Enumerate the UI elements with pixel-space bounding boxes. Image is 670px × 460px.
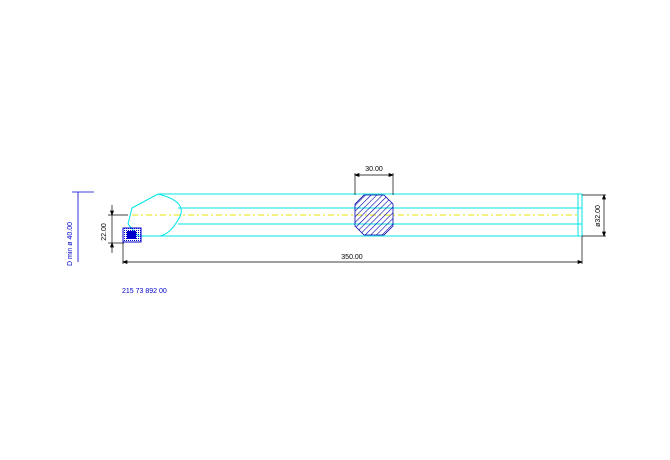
length-dimension	[122, 236, 583, 265]
part-number: 215 73 892 00	[122, 288, 167, 295]
offset-dimension	[108, 205, 128, 253]
cross-section	[354, 194, 394, 236]
width-label: 30.00	[365, 166, 383, 173]
length-label: 350.00	[341, 254, 363, 261]
insert	[122, 227, 142, 243]
min-bore-label: D min ø 40.00	[67, 222, 74, 266]
min-bore-dimension	[72, 191, 94, 262]
shank-diameter-dimension	[582, 194, 607, 237]
offset-label: 22.00	[101, 223, 108, 241]
head-chamfer-top	[127, 193, 159, 225]
width-dimension	[354, 172, 394, 195]
head-arc	[157, 193, 182, 237]
shank-diameter-label: ø32.00	[595, 205, 602, 227]
